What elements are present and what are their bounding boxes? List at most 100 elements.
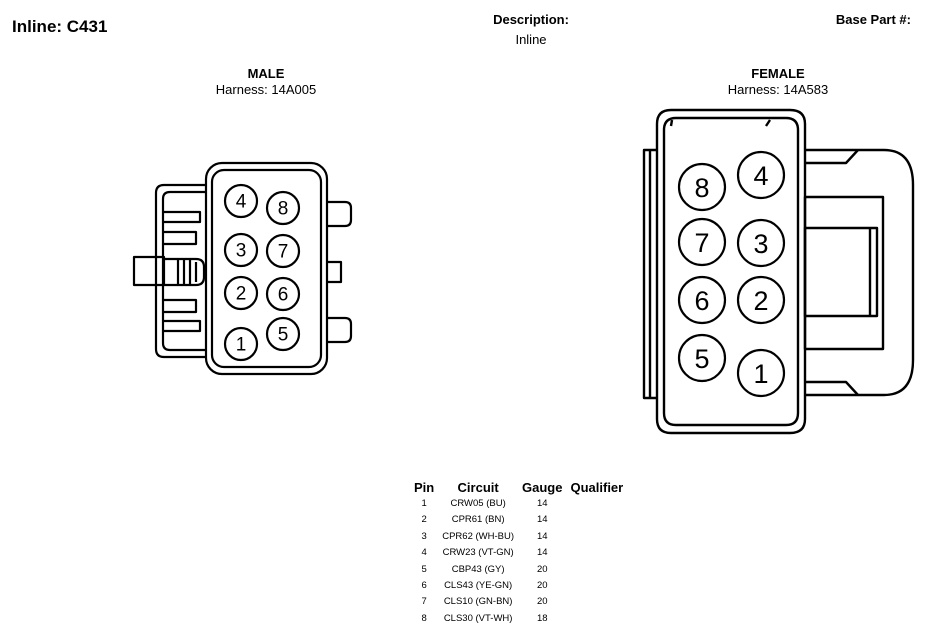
male-pin-cavity: [265, 233, 301, 269]
qualifier-cell: [566, 529, 627, 545]
female-pin-number: 6: [694, 286, 709, 316]
qualifier-cell: [566, 578, 627, 594]
gauge-cell: 20: [536, 580, 548, 592]
table-row: 2 CPR61 (BN) 14: [410, 512, 627, 528]
female-pin-number: 7: [694, 228, 709, 258]
pin-cell: 4: [421, 547, 427, 559]
male-pin-number: 4: [236, 192, 247, 213]
male-pin-cavity: [265, 276, 301, 312]
qualifier-cell: [566, 512, 627, 528]
male-pin-number: 5: [278, 325, 289, 346]
circuit-column-header: Circuit: [457, 480, 499, 495]
circuit-cell: CLS10 (GN-BN): [443, 596, 513, 608]
male-pin-number: 7: [278, 242, 289, 263]
female-notch: [765, 119, 771, 127]
qualifier-cell: [566, 545, 627, 561]
male-pin-number: 3: [236, 241, 247, 262]
pinout-header-row: Pin Circuit Gauge Qualifier: [410, 480, 627, 496]
qualifier-cell: [566, 594, 627, 610]
male-pin-cavity: [223, 232, 259, 268]
female-pin-cavity: [677, 217, 727, 267]
pin-cell: 2: [421, 514, 427, 526]
male-fin-top: [163, 210, 202, 224]
qualifier-cell: [566, 496, 627, 512]
female-connector: [642, 108, 915, 435]
pin-cell: 6: [421, 580, 427, 592]
female-latch-window: [803, 195, 885, 351]
male-pin-number: 6: [278, 285, 289, 306]
female-gender-label: FEMALE: [751, 66, 805, 81]
female-pin-number: 2: [753, 286, 768, 316]
female-pin-cavity: [677, 162, 727, 212]
male-fin-lower: [163, 298, 198, 314]
female-pin-number: 1: [753, 359, 768, 389]
gauge-cell: 20: [536, 563, 548, 575]
circuit-cell: CLS30 (VT-WH): [443, 612, 513, 624]
male-pin-number: 8: [278, 199, 289, 220]
qualifier-cell: [566, 611, 627, 627]
circuit-cell: CPR62 (WH-BU): [442, 530, 515, 542]
male-pin-number: 1: [236, 335, 247, 356]
male-right-tab-bottom: [327, 316, 353, 344]
qualifier-column-header: Qualifier: [570, 480, 624, 495]
male-fin-upper: [163, 230, 198, 246]
male-latch-tab: [132, 255, 166, 287]
male-pin-cavity: [223, 326, 259, 362]
female-pin-cavity: [736, 348, 786, 398]
table-row: 8 CLS30 (VT-WH) 18: [410, 611, 627, 627]
gauge-cell: 20: [536, 596, 548, 608]
female-pin-number: 8: [694, 173, 709, 203]
male-pin-cavity: [223, 275, 259, 311]
description-label: Description:: [493, 12, 569, 27]
circuit-cell: CPR61 (BN): [451, 514, 505, 526]
gauge-cell: 14: [536, 547, 548, 559]
male-pin-cavity: [265, 316, 301, 352]
qualifier-cell: [566, 562, 627, 578]
female-body-inner: [662, 116, 800, 427]
male-body-inner: [210, 168, 323, 369]
circuit-cell: CRW23 (VT-GN): [442, 547, 514, 559]
female-notch: [669, 119, 674, 127]
female-connector-heading: FEMALE Harness: 14A583: [678, 66, 878, 98]
gauge-cell: 14: [536, 514, 548, 526]
gauge-cell: 18: [536, 612, 548, 624]
base-part-label: Base Part #:: [835, 12, 911, 27]
female-pin-number: 5: [694, 344, 709, 374]
pin-cell: 7: [421, 596, 427, 608]
male-connector-heading: MALE Harness: 14A005: [166, 66, 366, 98]
description-value: Inline: [515, 32, 547, 47]
male-harness-label: Harness: 14A005: [215, 82, 317, 97]
pin-column-header: Pin: [414, 480, 435, 495]
circuit-cell: CBP43 (GY): [451, 563, 505, 575]
pin-cell: 3: [421, 530, 427, 542]
female-body-outer: [655, 108, 807, 435]
connector-title: Inline: C431: [12, 17, 108, 36]
female-pin-cavity: [736, 218, 786, 268]
male-right-tab-mid: [327, 260, 343, 284]
pin-cell: 8: [421, 612, 427, 624]
table-row: 6 CLS43 (YE-GN) 20: [410, 578, 627, 594]
table-row: 5 CBP43 (GY) 20: [410, 562, 627, 578]
pin-cell: 5: [421, 563, 427, 575]
female-pin-cavity: [677, 275, 727, 325]
female-pin-cavity: [736, 150, 786, 200]
male-left-housing: [154, 183, 206, 359]
circuit-cell: CLS43 (YE-GN): [444, 580, 513, 592]
female-pin-cavity: [677, 333, 727, 383]
male-gender-label: MALE: [247, 66, 285, 81]
female-latch-inner: [803, 226, 879, 318]
male-connector: [132, 161, 353, 376]
male-body-outer: [204, 161, 329, 376]
table-row: 7 CLS10 (GN-BN) 20: [410, 594, 627, 610]
female-latch-outer: [805, 148, 915, 397]
female-latch-top-edge: [805, 149, 859, 165]
female-pin-cavity: [736, 275, 786, 325]
gauge-cell: 14: [536, 498, 548, 509]
table-row: 4 CRW23 (VT-GN) 14: [410, 545, 627, 561]
circuit-cell: CRW05 (BU): [450, 498, 506, 509]
